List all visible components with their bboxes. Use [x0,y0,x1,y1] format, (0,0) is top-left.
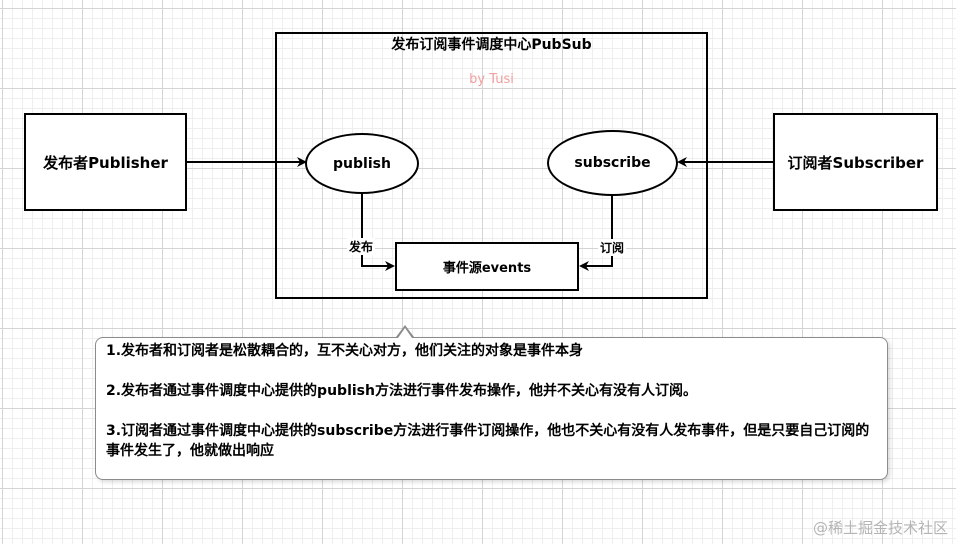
pubsub-center-title: 发布订阅事件调度中心PubSub [391,37,592,53]
subscribe-method-node: subscribe [547,130,678,196]
publish-method-label: publish [333,155,391,172]
author-watermark: by Tusi [469,72,514,87]
publisher-label: 发布者Publisher [43,153,168,172]
note-line-2: 2.发布者通过事件调度中心提供的publish方法进行事件发布操作，他并不关心有… [106,383,697,399]
subscribe-method-label: subscribe [574,155,651,171]
publish-method-node: publish [305,133,419,194]
arrow-subscribe-to-events [579,196,613,271]
explanation-note: 1.发布者和订阅者是松散耦合的，互不关心对方，他们关注的对象是事件本身 2.发布… [95,337,888,480]
edge-label-publish: 发布 [347,238,376,255]
events-source-label: 事件源events [442,261,532,276]
edge-label-subscribe: 订阅 [598,239,627,256]
note-line-3: 3.订阅者通过事件调度中心提供的subscribe方法进行事件订阅操作，他也不关… [106,423,870,459]
subscriber-node: 订阅者Subscriber [773,113,938,211]
arrow-publish-to-events [361,194,395,271]
site-watermark: @稀土掘金技术社区 [812,519,948,537]
pubsub-center-frame [275,32,708,299]
publisher-node: 发布者Publisher [24,113,187,211]
note-pointer-fill [398,328,412,338]
note-line-1: 1.发布者和订阅者是松散耦合的，互不关心对方，他们关注的对象是事件本身 [106,343,584,359]
events-source-node: 事件源events [395,242,579,291]
subscriber-label: 订阅者Subscriber [787,153,924,172]
